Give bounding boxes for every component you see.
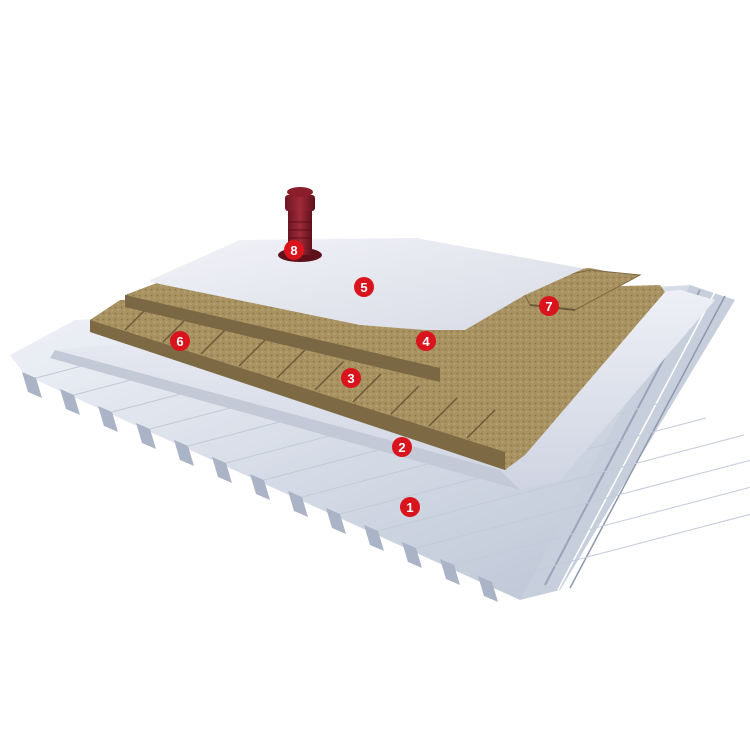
deck-rib (326, 508, 346, 534)
deck-rib (250, 474, 270, 500)
deck-rib (174, 440, 194, 466)
deck-rib-line (491, 513, 750, 583)
deck-rib (478, 576, 498, 602)
board-joint (390, 385, 420, 415)
deck-rib (440, 559, 460, 585)
board-joint (238, 337, 268, 367)
board-joint (466, 409, 496, 439)
marker-3-label: 3 (347, 371, 354, 386)
deck-rib (212, 457, 232, 483)
deck-rib (288, 491, 308, 517)
marker-8: 8 (284, 240, 304, 260)
deck-rib-line (453, 486, 750, 566)
deck-rib-line (377, 434, 745, 532)
board-joint (428, 397, 458, 427)
marker-2-label: 2 (398, 440, 405, 455)
marker-7: 7 (539, 296, 559, 316)
marker-1-label: 1 (406, 500, 413, 515)
marker-3: 3 (341, 368, 361, 388)
marker-4: 4 (416, 331, 436, 351)
deck-rib (402, 542, 422, 568)
deck-rib-line (415, 459, 750, 549)
deck-rib (364, 525, 384, 551)
board-joint (314, 361, 344, 391)
deck-rib (136, 423, 156, 449)
deck-rib (60, 389, 80, 415)
marker-4-label: 4 (422, 334, 430, 349)
marker-8-label: 8 (290, 243, 297, 258)
board-joint (352, 373, 382, 403)
marker-2: 2 (392, 437, 412, 457)
marker-5: 5 (354, 277, 374, 297)
board-joint (276, 349, 306, 379)
deck-rib (98, 406, 118, 432)
marker-5-label: 5 (360, 280, 367, 295)
board-joint (200, 325, 230, 355)
marker-1: 1 (400, 497, 420, 517)
marker-6: 6 (170, 331, 190, 351)
marker-7-label: 7 (545, 299, 552, 314)
deck-rib (22, 372, 42, 398)
marker-6-label: 6 (176, 334, 183, 349)
